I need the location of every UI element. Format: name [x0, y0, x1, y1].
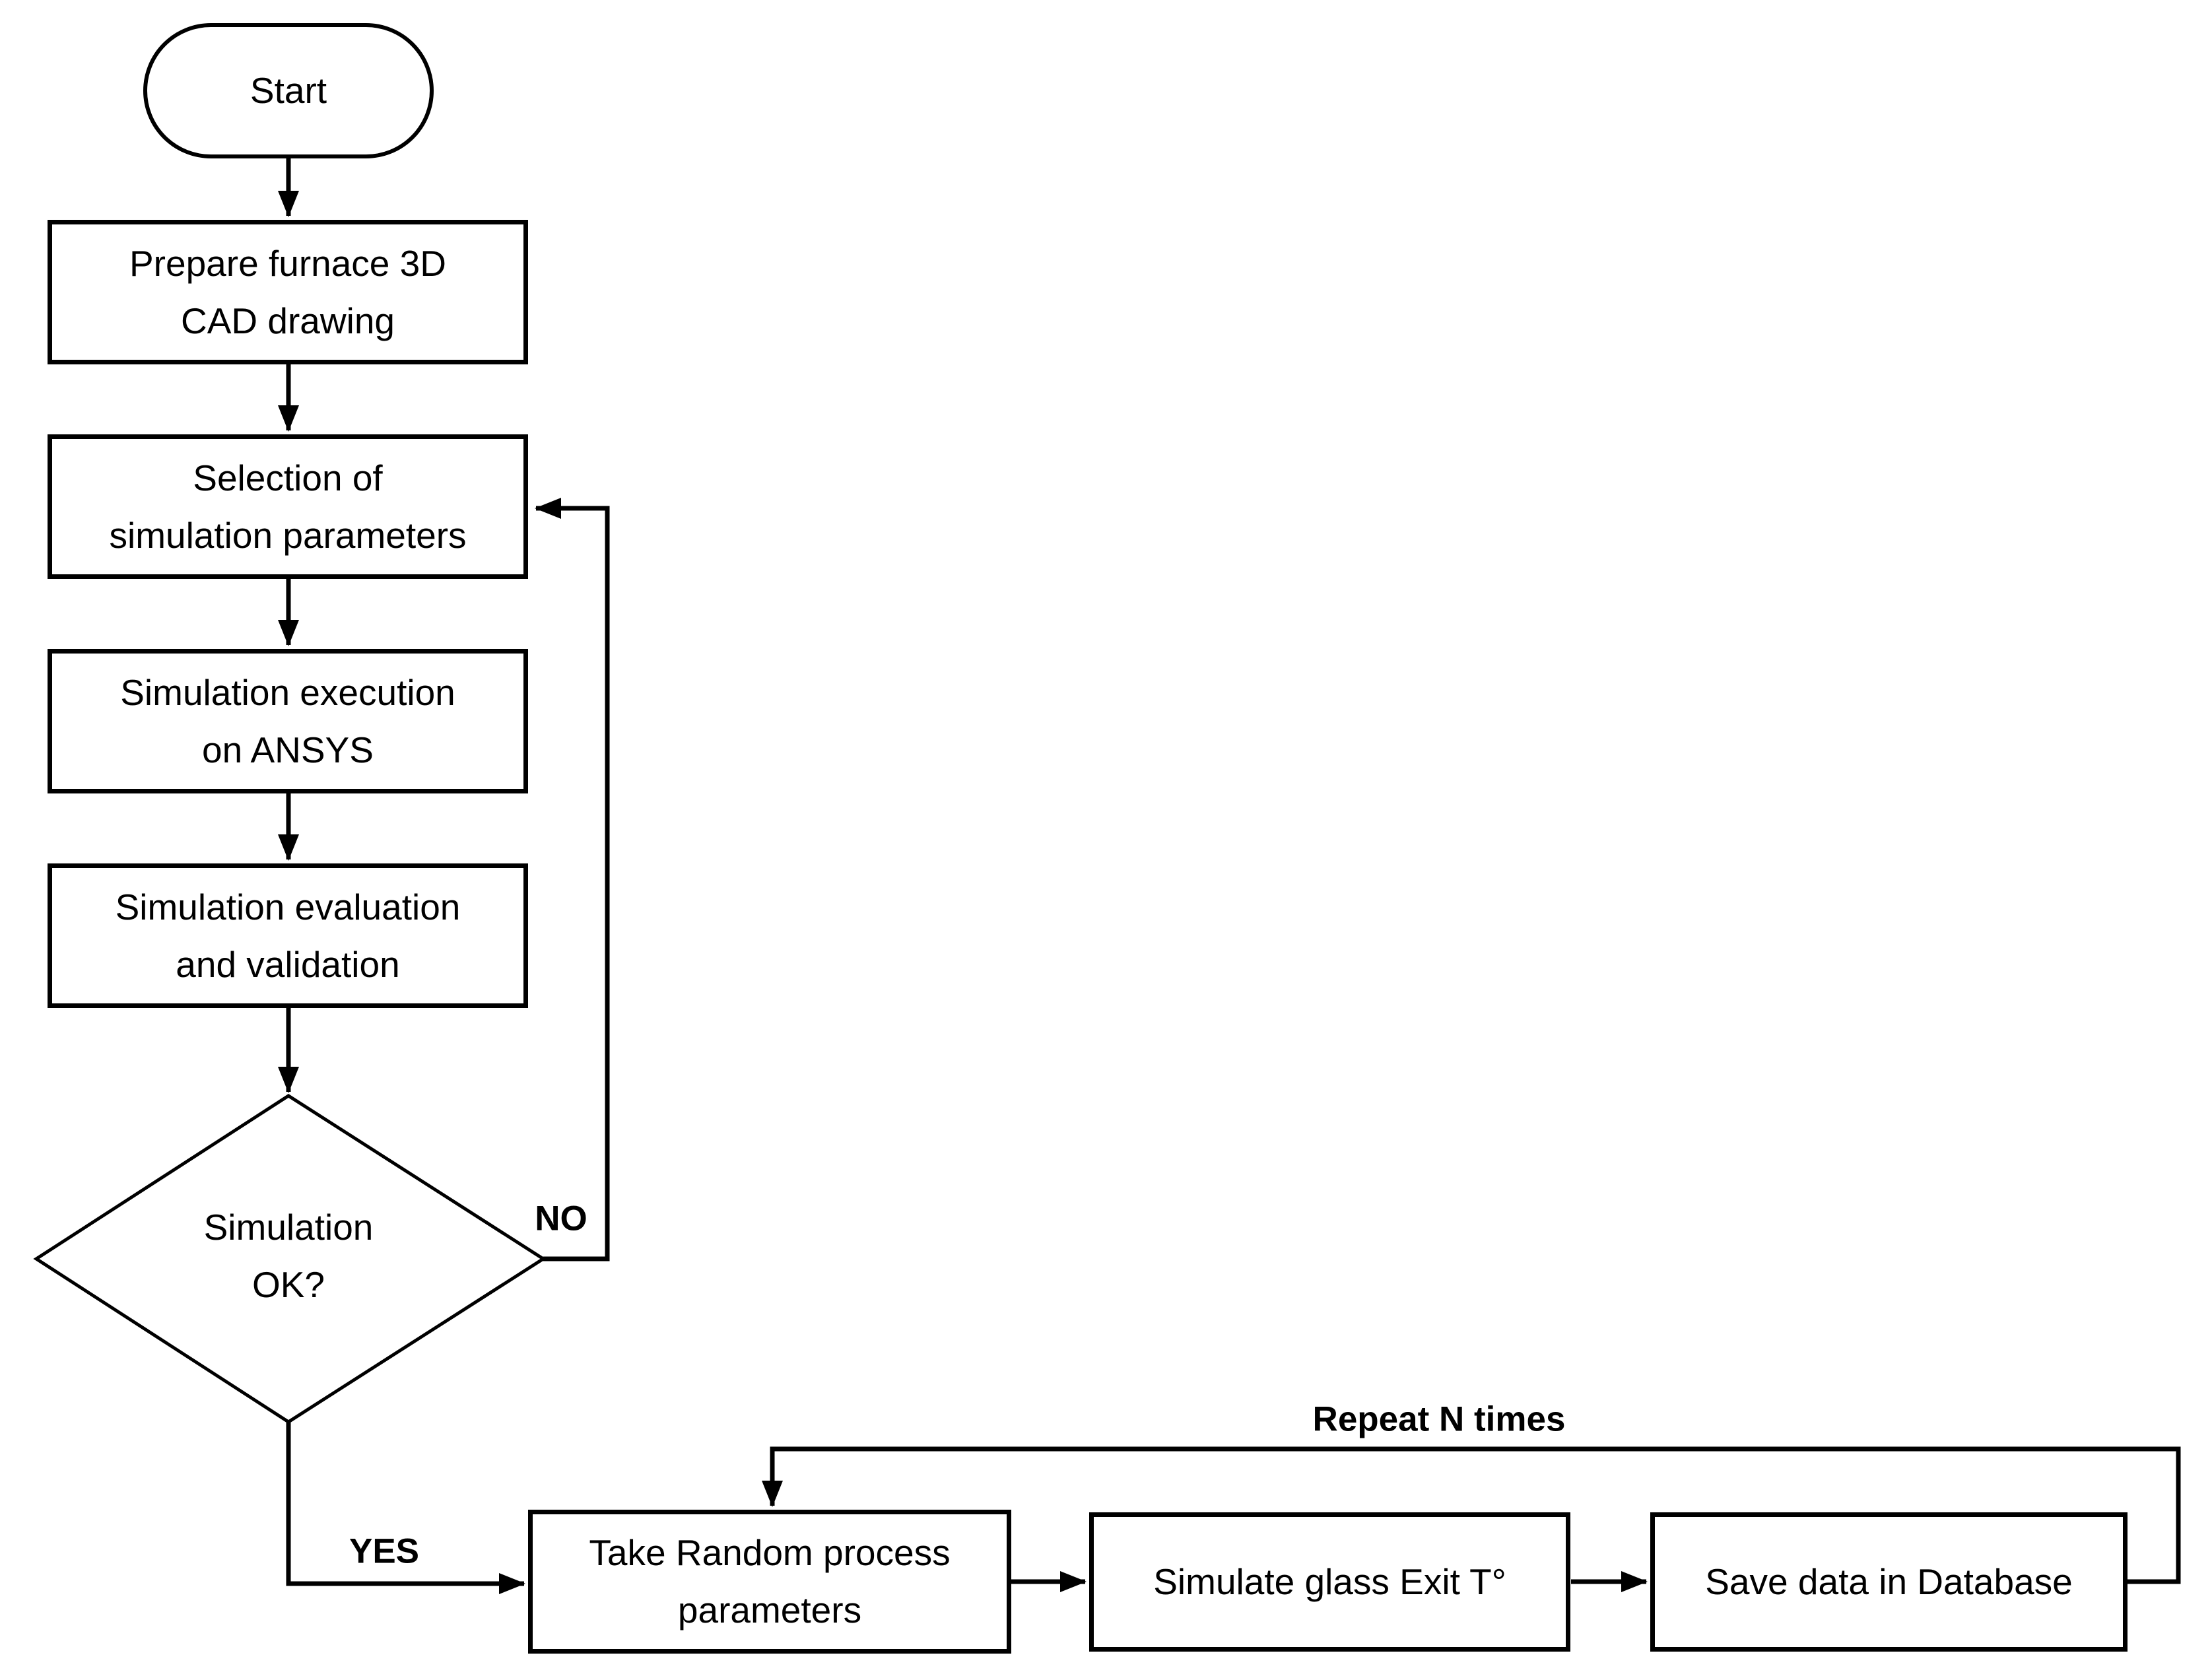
edge-label-repeat: Repeat N times	[1312, 1399, 1566, 1439]
node-select-parameters: Selection of simulation parameters	[48, 434, 528, 579]
node-take-random-parameters: Take Random process parameters	[528, 1510, 1011, 1654]
edge-yes	[286, 1422, 525, 1594]
node-simulate-glass-exit: Simulate glass Exit T°	[1089, 1512, 1570, 1652]
edge-label-yes: YES	[349, 1531, 420, 1571]
node-simulation-evaluation: Simulation evaluation and validation	[48, 863, 528, 1008]
node-prepare-cad: Prepare furnace 3D CAD drawing	[48, 220, 528, 364]
node-decision-simulation-ok: Simulation OK?	[203, 1207, 374, 1305]
node-start: Start	[143, 23, 434, 158]
edge-no-loop	[535, 498, 610, 1261]
edge-repeat-loop	[762, 1446, 2181, 1584]
node-simulation-execution: Simulation execution on ANSYS	[48, 649, 528, 793]
node-save-data-database: Save data in Database	[1650, 1512, 2128, 1652]
edge-label-no: NO	[535, 1199, 587, 1238]
